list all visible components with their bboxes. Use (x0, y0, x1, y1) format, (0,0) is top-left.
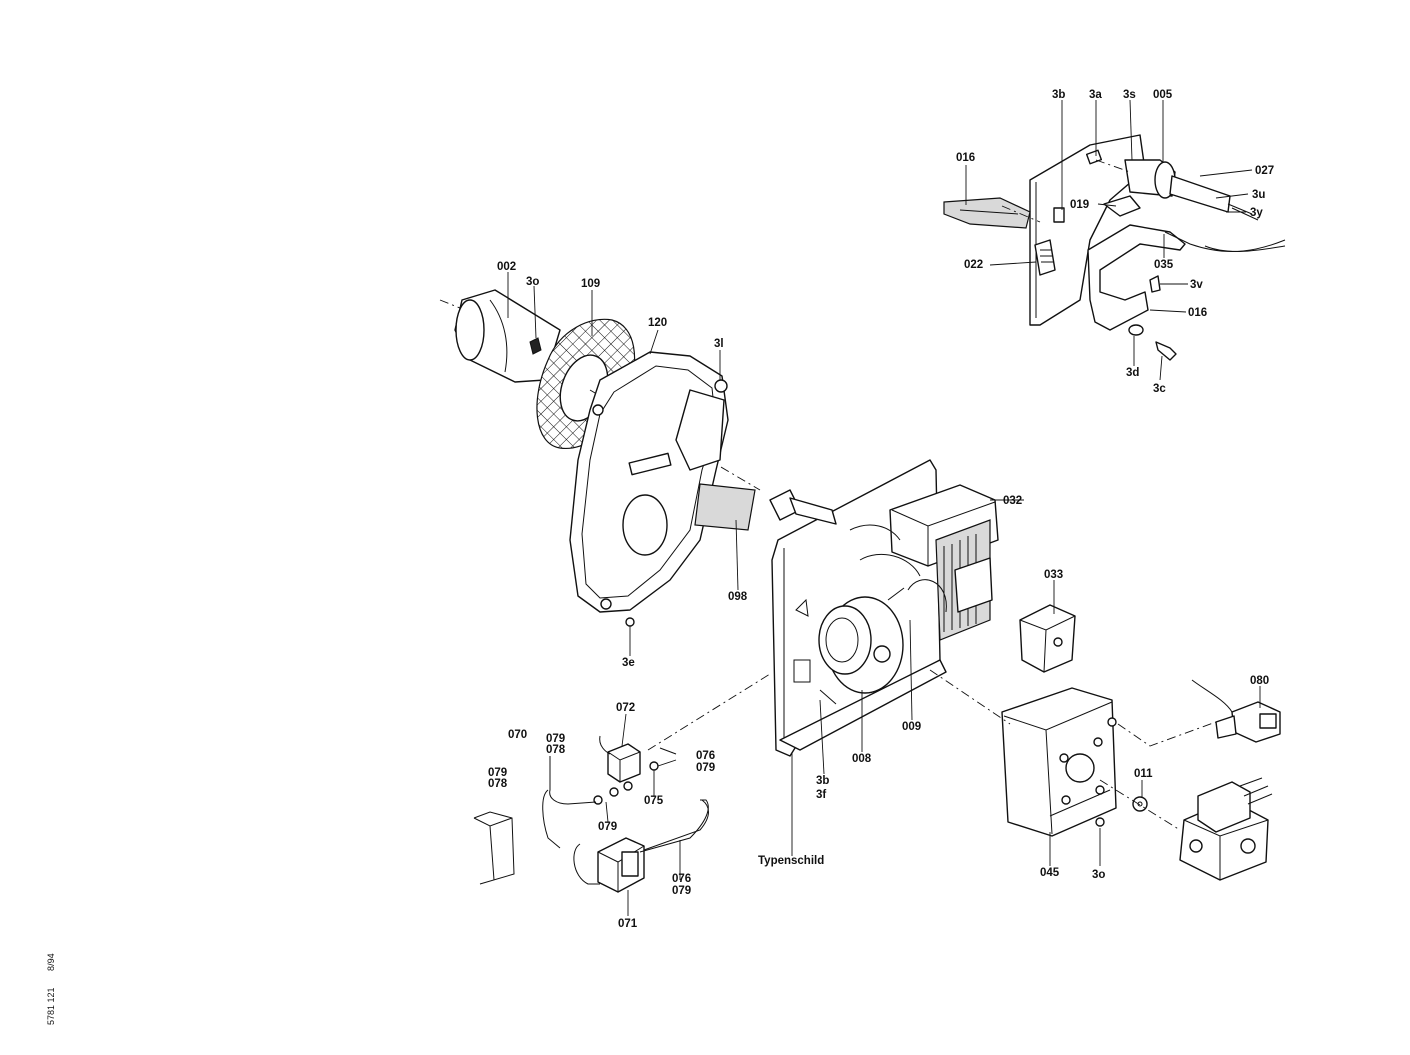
label-3o-top: 3o (526, 276, 539, 288)
label-022: 022 (964, 259, 983, 271)
connector-080 (1191, 679, 1281, 743)
label-011: 011 (1134, 768, 1153, 780)
label-079-c: 079 (488, 767, 507, 779)
label-045: 045 (1040, 867, 1060, 879)
label-009: 009 (902, 721, 921, 733)
document-code: 5781 121 (46, 987, 56, 1025)
label-071: 071 (618, 918, 638, 930)
housing-cover-045 (1001, 687, 1117, 837)
washer-3d (1128, 324, 1144, 336)
label-098: 098 (728, 591, 748, 603)
label-079-e: 079 (672, 885, 691, 897)
label-079-a: 079 (546, 733, 565, 745)
label-3u: 3u (1252, 189, 1265, 201)
label-016-bottom: 016 (1188, 307, 1207, 319)
deflector-plate (943, 197, 1031, 229)
label-3l: 3l (714, 338, 724, 350)
label-3o-bottom: 3o (1092, 869, 1105, 881)
label-3a: 3a (1089, 89, 1102, 101)
oil-pipes (473, 747, 709, 885)
base-plate-assembly (769, 459, 999, 757)
label-3b: 3b (1052, 89, 1065, 101)
document-reference: 5781 121 8/94 (46, 945, 66, 1025)
label-027: 027 (1255, 165, 1274, 177)
label-008: 008 (852, 753, 872, 765)
coupling-011 (1132, 796, 1148, 812)
label-005: 005 (1153, 89, 1173, 101)
label-076-a: 076 (696, 750, 715, 762)
label-3c: 3c (1153, 383, 1166, 395)
label-3v: 3v (1190, 279, 1203, 291)
label-3e: 3e (622, 657, 635, 669)
label-079-b: 079 (696, 762, 715, 774)
label-3s: 3s (1123, 89, 1136, 101)
solenoid-valve-071 (573, 837, 645, 893)
blast-tube-002 (439, 289, 561, 383)
label-076-b: 076 (672, 873, 691, 885)
label-072: 072 (616, 702, 635, 714)
label-033: 033 (1044, 569, 1063, 581)
label-3b-mid: 3b (816, 775, 829, 787)
part-labels: 3b 3a 3s 005 016 027 3u 019 3y 022 035 3… (488, 89, 1274, 930)
label-120: 120 (648, 317, 667, 329)
label-035: 035 (1154, 259, 1174, 271)
label-078-a: 078 (546, 744, 566, 756)
document-date: 8/94 (46, 953, 56, 971)
plate-098 (694, 483, 756, 531)
burner-housing-120 (569, 351, 761, 627)
solenoid-valve-072 (593, 735, 659, 805)
clip-019 (1103, 195, 1141, 217)
label-079-d: 079 (598, 821, 617, 833)
electrode-bracket-assembly (943, 134, 1286, 361)
label-032: 032 (1003, 495, 1022, 507)
label-3y: 3y (1250, 207, 1263, 219)
label-070: 070 (508, 729, 527, 741)
screw-3e (625, 617, 635, 627)
label-075: 075 (644, 795, 664, 807)
ignition-transformer-032 (849, 484, 999, 641)
motor-008 (818, 587, 905, 705)
label-002: 002 (497, 261, 516, 273)
label-016-top: 016 (956, 152, 975, 164)
screw-3b (1053, 207, 1065, 223)
label-3d: 3d (1126, 367, 1139, 379)
label-019: 019 (1070, 199, 1089, 211)
leader-lines (507, 99, 1261, 916)
screw-3o (1095, 817, 1105, 827)
label-078-b: 078 (488, 778, 508, 790)
screw-3l (714, 379, 728, 393)
cover-033 (1019, 604, 1076, 673)
bracket-016 (1087, 224, 1186, 331)
gauge-022 (1034, 239, 1056, 276)
fitting-075 (649, 761, 659, 771)
label-typenschild: Typenschild (758, 855, 824, 867)
oil-pump (1132, 777, 1273, 881)
screw-3c (1155, 341, 1177, 361)
label-109: 109 (581, 278, 600, 290)
label-080: 080 (1250, 675, 1269, 687)
assembly-lines (647, 159, 1217, 831)
label-3f: 3f (816, 789, 826, 801)
